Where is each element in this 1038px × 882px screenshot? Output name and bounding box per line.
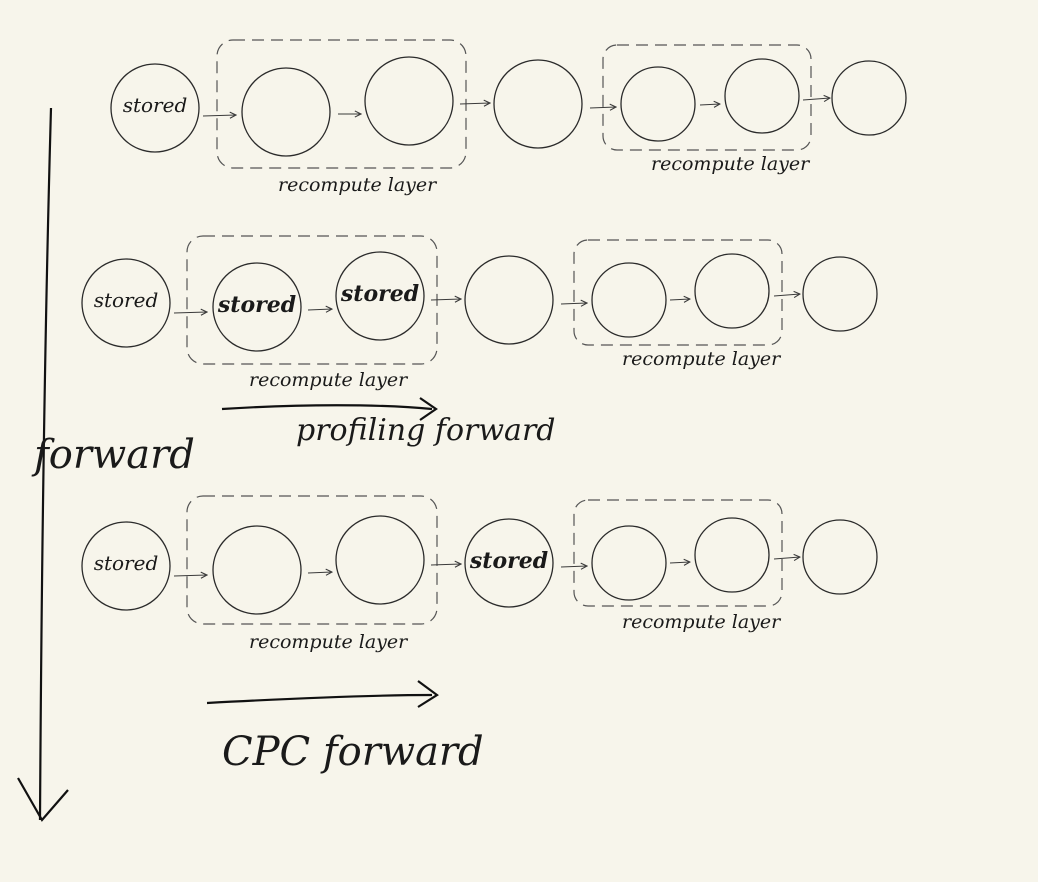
node-r1-1	[110, 63, 200, 153]
node-label-r2-1: stored	[94, 288, 159, 312]
node-label-r3-4: stored	[469, 548, 548, 574]
node-r1-2	[241, 67, 331, 157]
recompute-label-r2-1: recompute layer	[249, 369, 409, 391]
node-r2-1	[81, 258, 171, 348]
node-label-r2-2: stored	[217, 292, 296, 318]
node-label-r3-1: stored	[94, 551, 159, 575]
recompute-group-2	[602, 44, 812, 151]
node-r1-4	[493, 59, 583, 149]
row-2: stored stored stored recompute layer rec…	[81, 235, 878, 448]
connector-r1-4	[589, 107, 616, 108]
connector-r3-5	[669, 562, 690, 563]
connector-r3-6	[773, 557, 800, 559]
node-r1-6	[724, 58, 800, 134]
node-r1-3	[364, 56, 454, 146]
side-forward-arrow: forward	[17, 107, 195, 822]
node-r2-5	[591, 262, 667, 338]
node-r2-3	[335, 251, 425, 341]
node-label-r1-1: stored	[123, 93, 188, 117]
recompute-label-r1-1: recompute layer	[278, 174, 438, 196]
side-arrow-head	[17, 777, 69, 822]
node-r2-2	[212, 262, 302, 352]
connector-r2-3	[430, 299, 461, 300]
connector-r3-4	[560, 566, 587, 567]
node-r3-5	[591, 525, 667, 601]
connector-r2-2	[307, 309, 332, 310]
node-r3-6	[694, 517, 770, 593]
node-r3-3	[335, 515, 425, 605]
side-label: forward	[31, 432, 195, 478]
connector-r2-4	[560, 303, 587, 304]
node-r3-4	[464, 518, 554, 608]
connector-r1-1	[202, 115, 236, 116]
node-r3-1	[81, 521, 171, 611]
connector-r3-3	[430, 564, 461, 565]
recompute-group-1	[216, 39, 467, 169]
recompute-label-r2-2: recompute layer	[622, 348, 782, 370]
recompute-group-5	[186, 495, 438, 625]
node-r3-7	[802, 519, 878, 595]
node-r1-5	[620, 66, 696, 142]
node-r1-7	[831, 60, 907, 136]
side-arrow-shaft	[38, 107, 53, 821]
cpc-forward-label: CPC forward	[222, 729, 484, 775]
recompute-label-r3-2: recompute layer	[622, 611, 782, 633]
connector-r1-3	[459, 103, 490, 104]
connector-r2-1	[173, 312, 207, 313]
profiling-forward-arrow	[221, 397, 438, 421]
recompute-label-r1-2: recompute layer	[651, 153, 811, 175]
connector-r2-6	[773, 294, 800, 296]
row-3: stored stored recompute layer recompute …	[81, 495, 878, 775]
connector-r2-5	[669, 299, 690, 300]
node-r3-2	[212, 525, 302, 615]
profiling-forward-label: profiling forward	[296, 413, 555, 448]
connector-r3-2	[307, 572, 332, 573]
connector-r1-6	[802, 98, 830, 100]
recompute-label-r3-1: recompute layer	[249, 631, 409, 653]
node-r2-7	[802, 256, 878, 332]
recompute-group-4	[573, 239, 783, 346]
recompute-group-6	[573, 499, 783, 607]
node-r2-6	[694, 253, 770, 329]
cpc-forward-arrow	[206, 680, 439, 708]
node-label-r2-3: stored	[340, 281, 419, 307]
connector-r3-1	[173, 575, 207, 576]
connector-r1-5	[699, 104, 720, 105]
row-1: stored recompute layer recompute layer	[110, 39, 907, 196]
node-r2-4	[464, 255, 554, 345]
